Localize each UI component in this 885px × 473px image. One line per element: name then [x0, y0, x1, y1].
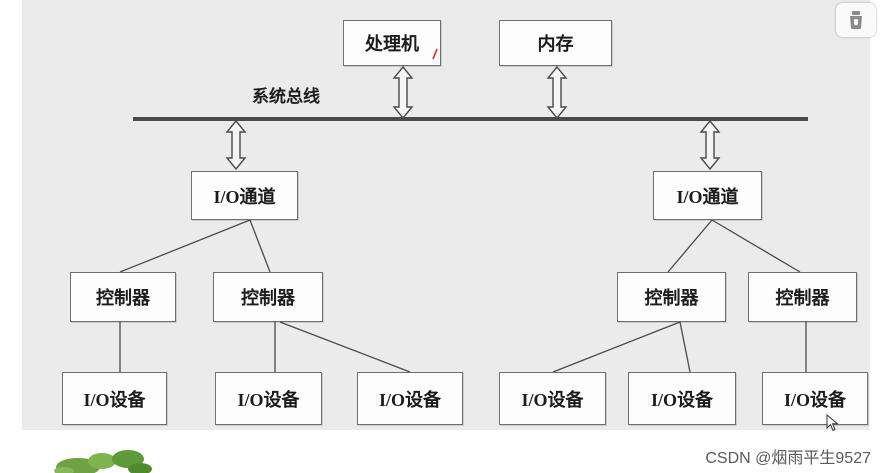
- io-device-label: I/O设备: [237, 389, 300, 410]
- wire-channel-right-controller-4: [711, 219, 801, 273]
- wire-controller-3-device-4: [552, 321, 681, 373]
- cursor-icon: [826, 414, 839, 432]
- arrow-bus-channel-left: [225, 119, 247, 171]
- io-device-box-3: I/O设备: [357, 372, 463, 425]
- controller-label: 控制器: [241, 288, 295, 308]
- controller-box-1: 控制器: [70, 272, 176, 322]
- capture-button[interactable]: [836, 3, 876, 37]
- wire-channel-left-controller-2: [249, 219, 271, 273]
- memory-label: 内存: [537, 34, 574, 54]
- io-channel-right-box: I/O通道: [653, 171, 762, 220]
- processor-label: 处理机: [365, 34, 419, 54]
- io-channel-label: I/O通道: [676, 186, 739, 207]
- io-channel-left-box: I/O通道: [191, 171, 298, 220]
- wire-controller-2-device-3: [279, 321, 411, 373]
- io-device-box-5: I/O设备: [628, 372, 736, 425]
- arrow-processor-bus: [392, 65, 414, 120]
- io-device-label: I/O设备: [521, 389, 584, 410]
- system-bus-label: 系统总线: [252, 87, 320, 106]
- io-device-box-2: I/O设备: [215, 372, 322, 425]
- controller-label: 控制器: [96, 288, 150, 308]
- io-device-label: I/O设备: [83, 389, 146, 410]
- controller-box-4: 控制器: [748, 272, 857, 322]
- io-device-box-6: I/O设备: [762, 372, 868, 425]
- wire-channel-left-controller-1: [119, 219, 251, 273]
- capture-icon: [850, 11, 862, 29]
- memory-box: 内存: [499, 20, 612, 66]
- arrow-bus-channel-right: [699, 119, 721, 171]
- red-mark: [432, 48, 438, 60]
- plant-image: [54, 450, 152, 473]
- controller-box-2: 控制器: [213, 272, 323, 322]
- arrow-memory-bus: [546, 65, 568, 120]
- watermark-text: CSDN @烟雨平生9527: [705, 450, 871, 467]
- wire-controller-3-device-5: [679, 321, 691, 373]
- io-device-label: I/O设备: [650, 389, 713, 410]
- io-device-box-4: I/O设备: [499, 372, 606, 425]
- processor-box: 处理机: [343, 20, 441, 66]
- io-device-box-1: I/O设备: [62, 372, 167, 425]
- wire-channel-right-controller-3: [667, 219, 713, 273]
- io-device-label: I/O设备: [378, 389, 441, 410]
- io-channel-label: I/O通道: [213, 186, 276, 207]
- io-device-label: I/O设备: [783, 389, 846, 410]
- controller-label: 控制器: [644, 288, 699, 308]
- controller-box-3: 控制器: [617, 272, 726, 322]
- controller-label: 控制器: [775, 288, 830, 308]
